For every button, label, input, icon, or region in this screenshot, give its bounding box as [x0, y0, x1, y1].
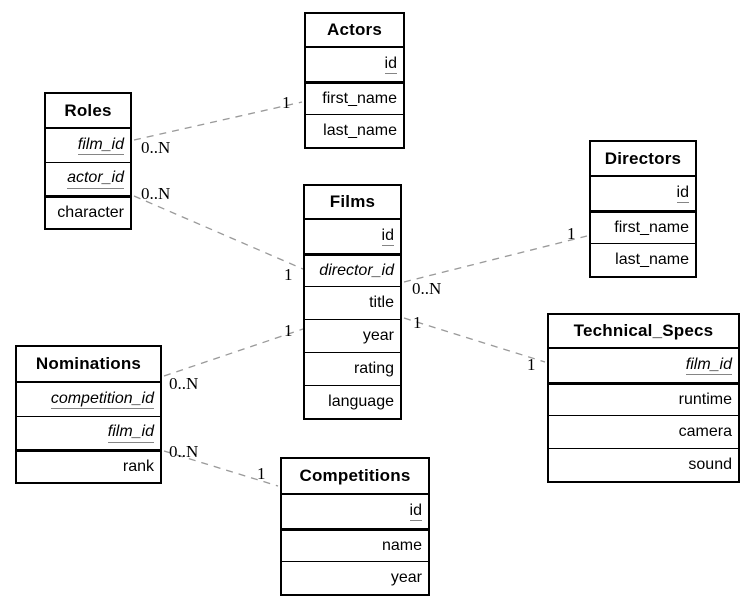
entity-table-directors[interactable]: Directors id first_name last_name: [589, 140, 697, 278]
field-name: last_name: [323, 121, 397, 139]
field-name: year: [390, 568, 422, 586]
field-row: rank: [17, 449, 160, 482]
field-row: id: [306, 48, 403, 81]
field-name: id: [381, 227, 394, 247]
field-row: film_id: [46, 129, 130, 162]
table-title: Films: [305, 186, 400, 220]
entity-table-competitions[interactable]: Competitions id name year: [280, 457, 430, 596]
table-title: Roles: [46, 94, 130, 129]
field-row: last_name: [591, 243, 695, 276]
cardinality-films-directors-one: 1: [567, 224, 576, 243]
field-name: rating: [353, 359, 394, 377]
relationship-line-roles-actors: [133, 101, 303, 141]
field-name: year: [362, 326, 394, 344]
entity-table-nominations[interactable]: Nominations competition_id film_id rank: [15, 345, 162, 484]
table-title: Competitions: [282, 459, 428, 495]
field-row: competition_id: [17, 383, 160, 416]
relationship-line-roles-films: [133, 195, 304, 270]
field-name: camera: [678, 422, 732, 440]
field-row: director_id: [305, 253, 400, 286]
field-name: character: [57, 203, 124, 221]
field-name: director_id: [319, 261, 394, 279]
field-name: film_id: [107, 423, 154, 443]
entity-table-roles[interactable]: Roles film_id actor_id character: [44, 92, 132, 230]
cardinality-nominations-films-one: 1: [284, 321, 293, 340]
field-name: runtime: [678, 390, 732, 408]
field-row: first_name: [306, 81, 403, 114]
field-row: first_name: [591, 210, 695, 243]
entity-table-technical-specs[interactable]: Technical_Specs film_id runtime camera s…: [547, 313, 740, 483]
field-row: film_id: [17, 416, 160, 449]
field-row: last_name: [306, 114, 403, 147]
field-name: id: [409, 502, 422, 522]
cardinality-nominations-competitions-one: 1: [257, 464, 266, 483]
table-title: Directors: [591, 142, 695, 177]
field-row: title: [305, 286, 400, 319]
field-row: camera: [549, 415, 738, 448]
entity-table-actors[interactable]: Actors id first_name last_name: [304, 12, 405, 149]
field-name: language: [328, 392, 394, 410]
cardinality-nominations-competitions-many: 0..N: [169, 442, 199, 461]
table-title: Technical_Specs: [549, 315, 738, 349]
field-name: actor_id: [67, 169, 124, 189]
cardinality-roles-films-many: 0..N: [141, 184, 171, 203]
field-row: year: [282, 561, 428, 594]
field-row: id: [591, 177, 695, 210]
relationship-line-films-technical-specs: [403, 317, 546, 363]
field-row: id: [282, 495, 428, 528]
cardinality-roles-actors-many: 0..N: [141, 138, 171, 157]
field-name: name: [381, 536, 422, 554]
field-row: id: [305, 220, 400, 253]
field-name: id: [384, 55, 397, 75]
relationship-line-nominations-films: [163, 328, 304, 377]
field-name: first_name: [322, 89, 397, 107]
table-title: Nominations: [17, 347, 160, 383]
cardinality-roles-actors-one: 1: [282, 93, 291, 112]
field-name: title: [369, 293, 394, 311]
field-row: rating: [305, 352, 400, 385]
cardinality-films-directors-many: 0..N: [412, 279, 442, 298]
relationship-line-films-directors: [403, 235, 588, 283]
field-row: sound: [549, 448, 738, 481]
field-row: character: [46, 195, 130, 228]
cardinality-films-technical-specs-one-right: 1: [527, 355, 536, 374]
field-name: last_name: [615, 250, 689, 268]
field-name: first_name: [614, 218, 689, 236]
field-row: language: [305, 385, 400, 418]
cardinality-nominations-films-many: 0..N: [169, 374, 199, 393]
field-row: film_id: [549, 349, 738, 382]
field-row: actor_id: [46, 162, 130, 195]
entity-table-films[interactable]: Films id director_id title year rating l…: [303, 184, 402, 420]
field-name: film_id: [77, 136, 124, 156]
cardinality-roles-films-one: 1: [284, 265, 293, 284]
field-name: film_id: [685, 356, 732, 376]
relationship-line-nominations-competitions: [163, 450, 279, 487]
cardinality-films-technical-specs-one-left: 1: [413, 313, 422, 332]
field-name: sound: [688, 455, 732, 473]
field-row: runtime: [549, 382, 738, 415]
field-row: year: [305, 319, 400, 352]
table-title: Actors: [306, 14, 403, 48]
field-name: rank: [122, 457, 154, 475]
field-name: id: [676, 184, 689, 204]
field-row: name: [282, 528, 428, 561]
field-name: competition_id: [50, 390, 154, 410]
